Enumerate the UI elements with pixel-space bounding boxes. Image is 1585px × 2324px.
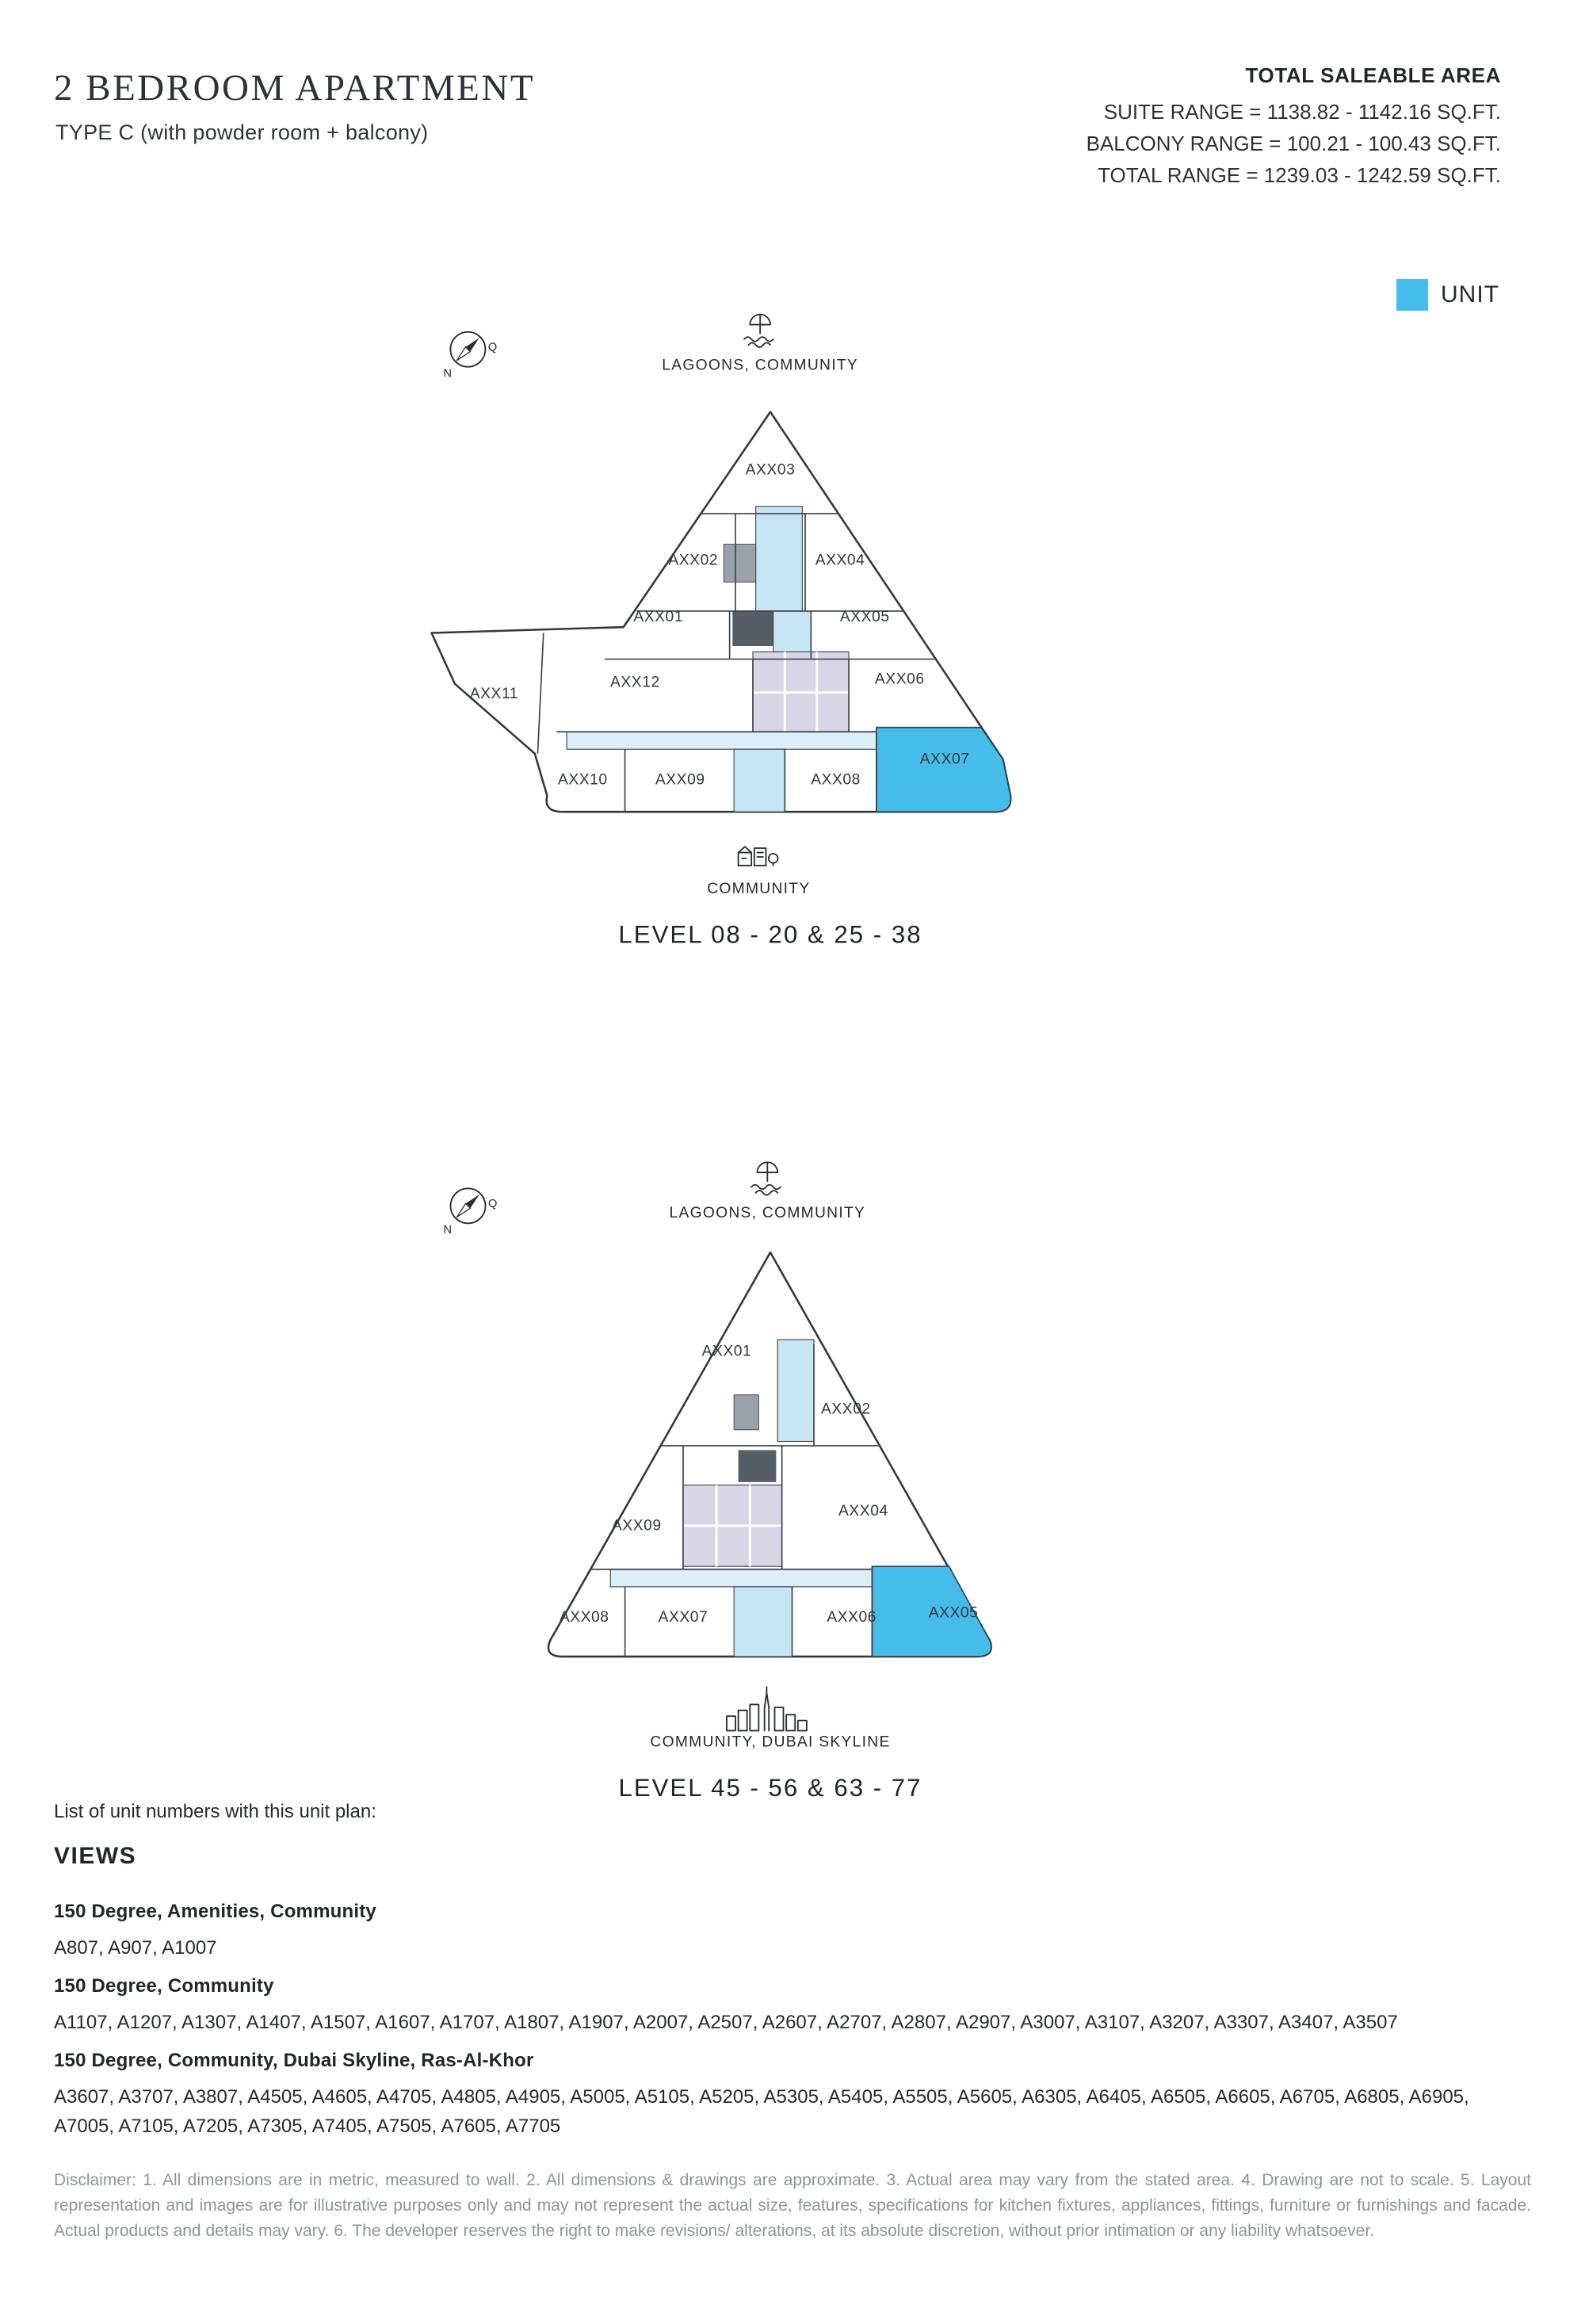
plan1-building: AXX01 AXX02 AXX03 AXX04 AXX05 AXX06 AXX0… (430, 411, 1012, 813)
unit-label-axx08: AXX08 (811, 771, 861, 788)
stair-core (755, 506, 803, 612)
compass-n-label: N (444, 1224, 453, 1237)
view-group-units: A1107, A1207, A1307, A1407, A1507, A1607… (54, 2012, 1398, 2033)
stair-core-2 (773, 610, 812, 660)
unit-legend: UNIT (1396, 279, 1499, 311)
corridor (566, 731, 877, 750)
unit-label-axx02: AXX02 (821, 1401, 871, 1418)
disclaimer-text: Disclaimer: 1. All dimensions are in met… (54, 2171, 1531, 2240)
plan2-caption: LEVEL 45 - 56 & 63 - 77 (619, 1774, 922, 1802)
floor-plan-level-45-77: N Q LAGOONS, COMMUNITY (444, 1161, 992, 1802)
unit-list-intro: List of unit numbers with this unit plan… (54, 1801, 376, 1822)
unit-label-axx07: AXX07 (659, 1609, 708, 1626)
plan2-top-view-label: LAGOONS, COMMUNITY (669, 1205, 865, 1221)
plan1-top-view-label: LAGOONS, COMMUNITY (662, 357, 858, 373)
unit-label-axx12: AXX12 (610, 674, 660, 690)
view-group-label: 150 Degree, Community (54, 1975, 274, 1997)
balcony-range-line: BALCONY RANGE = 100.21 - 100.43 SQ.FT. (1086, 132, 1501, 155)
unit-label-axx01: AXX01 (702, 1343, 752, 1359)
compass-q-label: Q (488, 1198, 497, 1210)
legend-swatch-rect (1396, 279, 1428, 311)
saleable-area-title: TOTAL SALEABLE AREA (1245, 63, 1501, 87)
unit-label-axx06: AXX06 (875, 671, 925, 688)
legend-label: UNIT (1441, 281, 1499, 308)
interior-walls (590, 1344, 881, 1657)
unit-label-axx04: AXX04 (838, 1503, 888, 1519)
view-group-amenities-community: 150 Degree, Amenities, Community A807, A… (54, 1901, 1504, 1963)
saleable-area-block: TOTAL SALEABLE AREA SUITE RANGE = 1138.8… (1087, 63, 1501, 191)
elevator-core (723, 544, 757, 583)
stair-core (777, 1339, 815, 1443)
unit-label-axx07-highlighted: AXX07 (920, 751, 970, 768)
page-title: 2 BEDROOM APARTMENT (54, 67, 536, 109)
lobby-core (682, 1484, 783, 1567)
page-subtitle: TYPE C (with powder room + balcony) (55, 120, 429, 144)
views-heading: VIEWS (54, 1843, 137, 1869)
unit-label-axx06: AXX06 (827, 1609, 877, 1626)
service-core (732, 610, 773, 647)
compass-icon: N Q (443, 331, 497, 380)
service-core (738, 1450, 777, 1482)
plan1-caption: LEVEL 08 - 20 & 25 - 38 (618, 920, 922, 948)
unit-label-axx05: AXX05 (840, 609, 890, 625)
lagoons-icon (743, 313, 774, 348)
unit-label-axx01: AXX01 (633, 609, 683, 625)
lagoons-icon (750, 1161, 781, 1196)
view-group-units: A3607, A3707, A3807, A4505, A4605, A4705… (54, 2086, 1469, 2137)
compass-icon: N Q (444, 1187, 497, 1237)
plan2-building: AXX01 AXX02 AXX04 AXX05 AXX06 AXX07 AXX0… (547, 1251, 992, 1658)
interior-walls (537, 513, 937, 812)
view-group-community: 150 Degree, Community A1107, A1207, A130… (54, 1975, 1504, 2037)
floor-plan-level-08-38: N Q LAGOONS, COMMUNITY (430, 313, 1012, 948)
lobby-core (752, 651, 850, 734)
legend-swatch (1396, 279, 1428, 311)
suite-range-line: SUITE RANGE = 1138.82 - 1142.16 SQ.FT. (1103, 100, 1501, 124)
compass-q-label: Q (488, 342, 497, 354)
view-group-label: 150 Degree, Community, Dubai Skyline, Ra… (54, 2050, 534, 2071)
elevator-core (733, 1394, 759, 1431)
highlighted-unit-axx07 (876, 726, 1012, 812)
community-icon (737, 846, 779, 866)
total-range-line: TOTAL RANGE = 1239.03 - 1242.59 SQ.FT. (1098, 163, 1501, 187)
unit-label-axx03: AXX03 (746, 462, 796, 479)
unit-label-axx05-highlighted: AXX05 (929, 1604, 979, 1621)
view-group-units: A807, A907, A1007 (54, 1937, 217, 1959)
plan2-bottom-view-label: COMMUNITY, DUBAI SKYLINE (650, 1734, 890, 1751)
unit-label-axx09: AXX09 (655, 771, 705, 788)
view-group-skyline-raskhor: 150 Degree, Community, Dubai Skyline, Ra… (54, 2050, 1504, 2141)
stair-core-3 (733, 748, 785, 812)
unit-label-axx11: AXX11 (470, 686, 518, 702)
dubai-skyline-icon (726, 1686, 808, 1732)
corridor (609, 1569, 873, 1588)
view-group-label: 150 Degree, Amenities, Community (54, 1901, 376, 1922)
compass-n-label: N (443, 368, 452, 380)
unit-label-axx10: AXX10 (558, 771, 608, 788)
plan1-bottom-view-label: COMMUNITY (707, 881, 810, 897)
stair-core-2 (733, 1586, 793, 1657)
unit-label-axx02: AXX02 (668, 552, 718, 568)
unit-label-axx04: AXX04 (815, 552, 865, 568)
unit-label-axx08: AXX08 (560, 1609, 609, 1626)
highlighted-unit-axx05 (871, 1565, 992, 1657)
unit-label-axx09: AXX09 (612, 1517, 662, 1534)
